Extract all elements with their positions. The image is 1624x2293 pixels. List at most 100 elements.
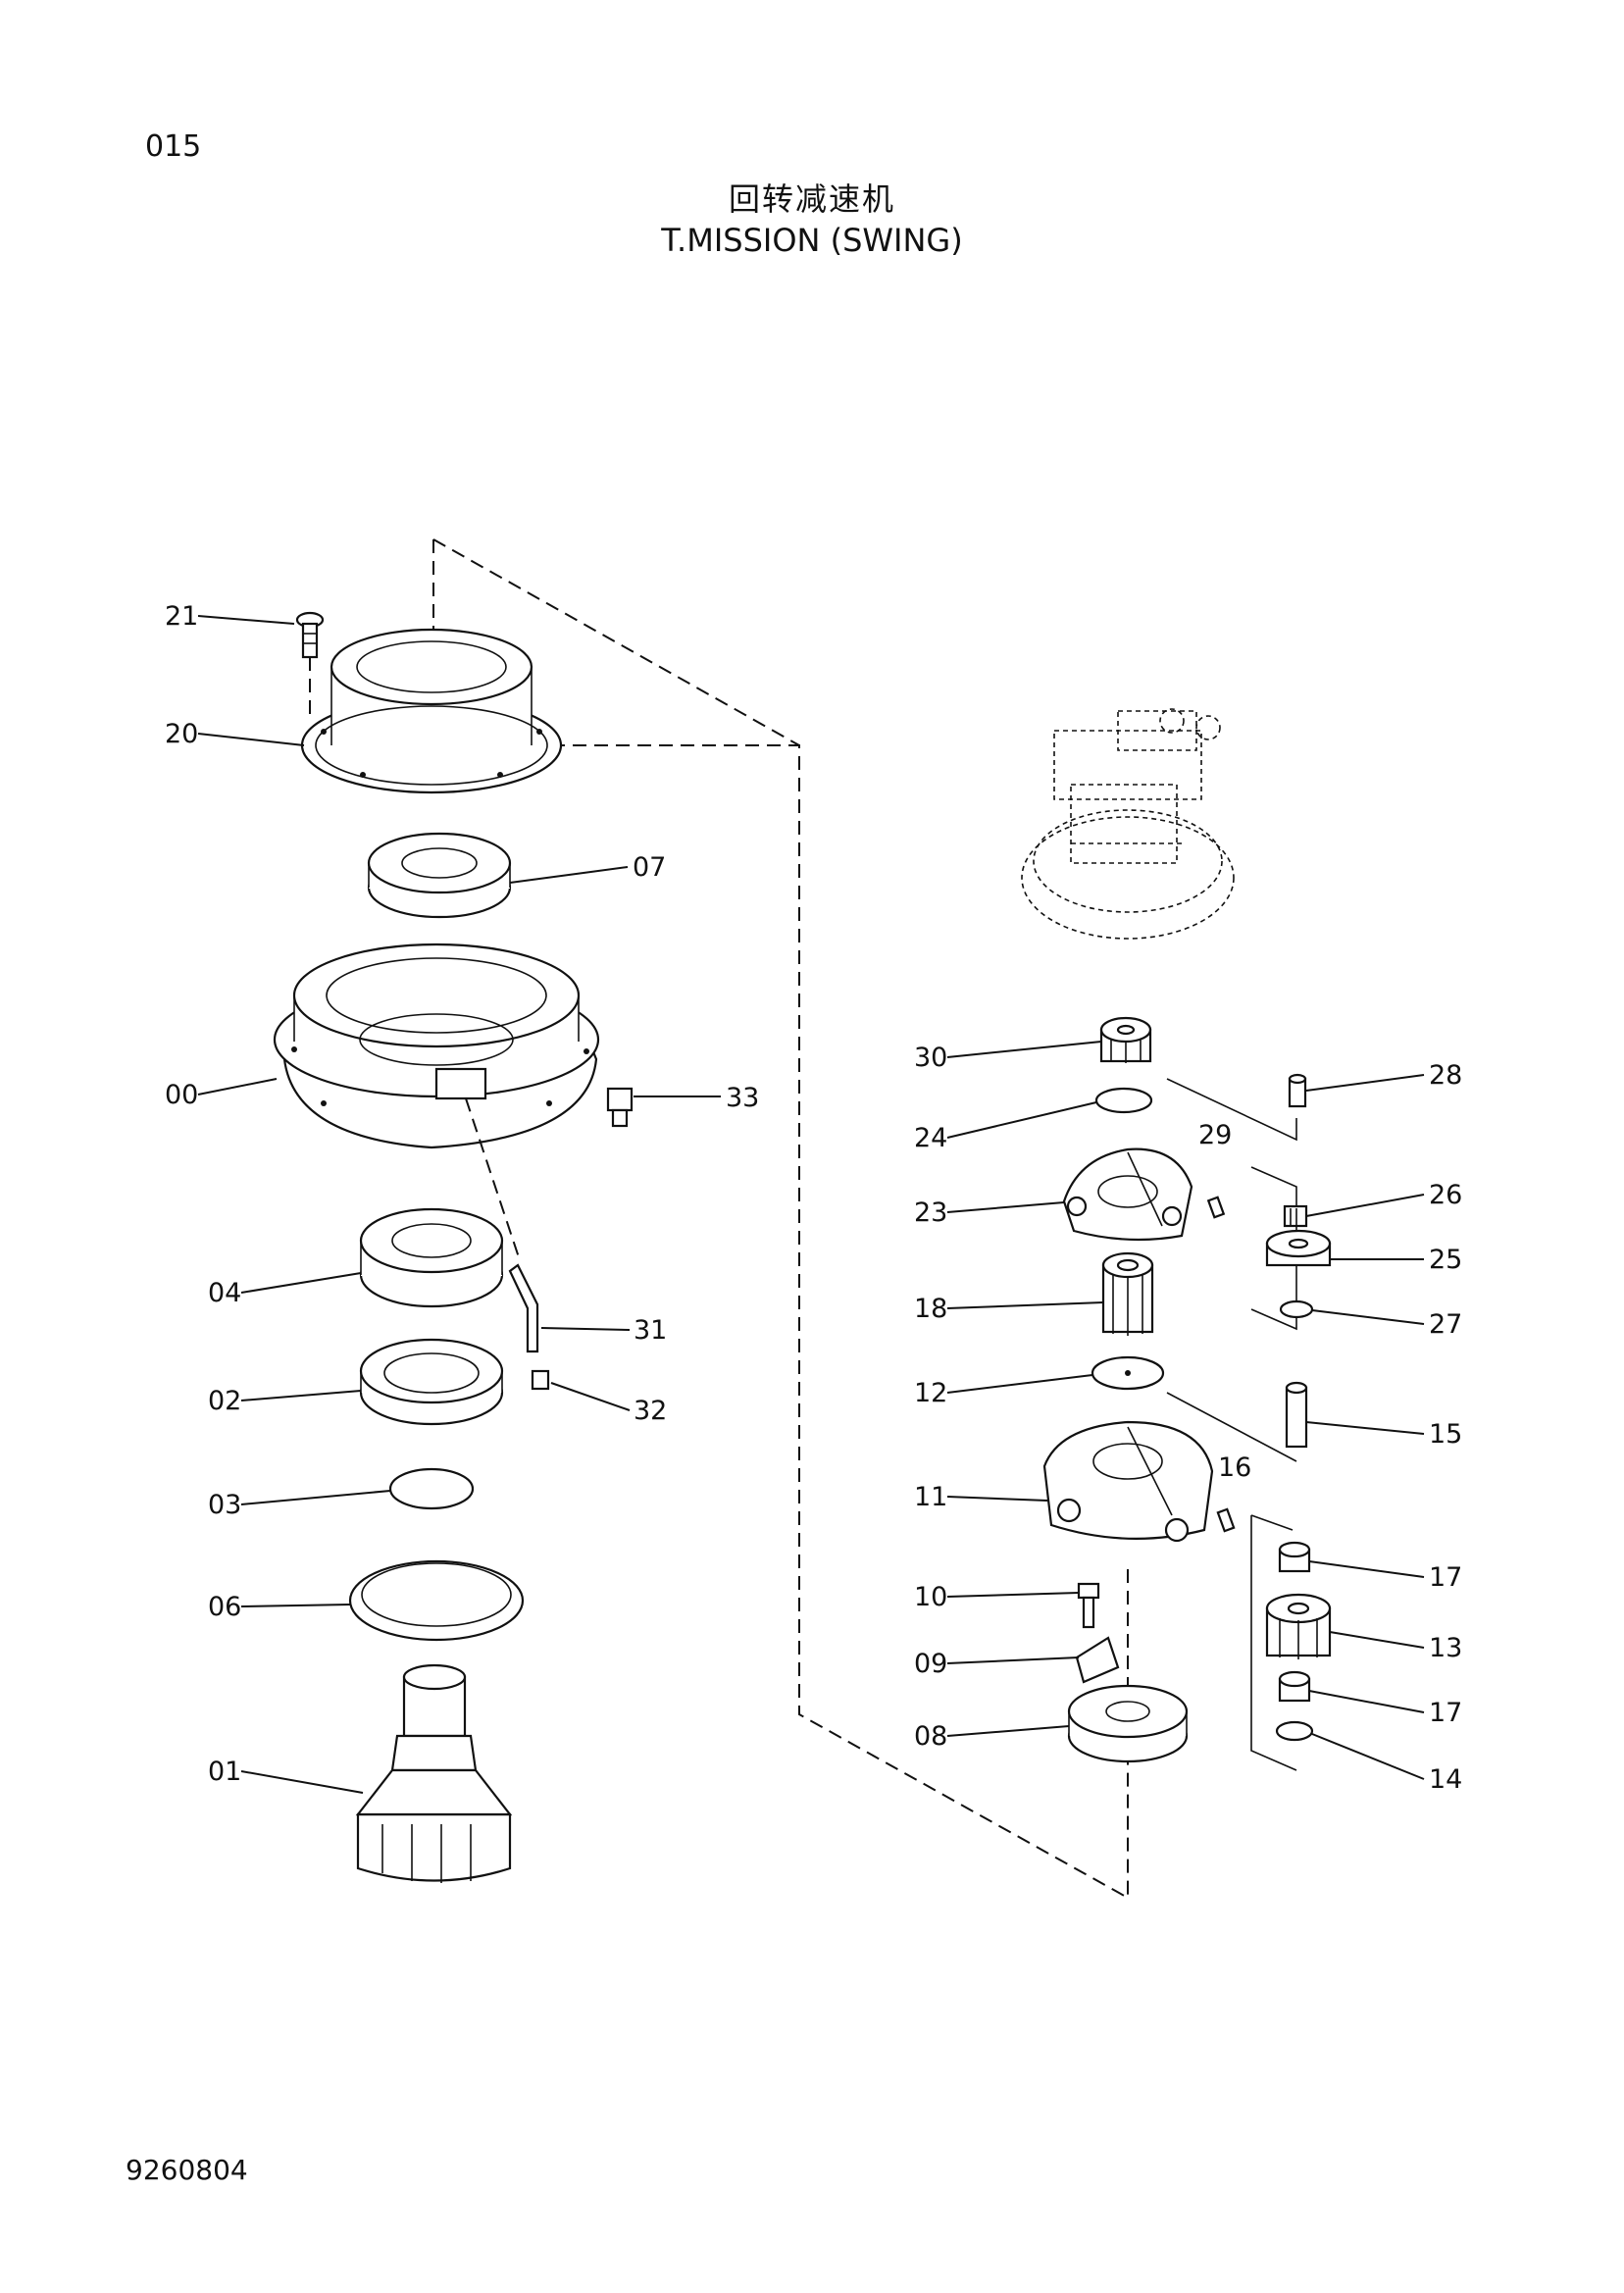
assembly-boundary-top — [432, 538, 800, 746]
label-10: 10 — [914, 1582, 947, 1612]
part-16-pin — [1216, 1507, 1236, 1533]
label-02: 02 — [208, 1386, 241, 1416]
leader-24 — [946, 1101, 1097, 1139]
part-00-main-case — [273, 943, 600, 1149]
label-18: 18 — [914, 1294, 947, 1324]
label-23: 23 — [914, 1197, 947, 1228]
part-04-bearing — [359, 1207, 504, 1308]
part-01-shaft — [355, 1663, 513, 1883]
leader-bracket-17 — [1250, 1515, 1297, 1771]
label-26: 26 — [1429, 1180, 1462, 1210]
leader-12 — [946, 1374, 1093, 1394]
leader-17a — [1308, 1560, 1425, 1578]
label-03: 03 — [208, 1490, 241, 1520]
label-01: 01 — [208, 1757, 241, 1787]
part-12-shim — [1091, 1355, 1165, 1391]
leader-04 — [240, 1272, 362, 1294]
label-07: 07 — [633, 852, 666, 883]
label-20: 20 — [165, 719, 198, 749]
part-15-pin — [1285, 1381, 1308, 1449]
label-13: 13 — [1429, 1633, 1462, 1663]
label-28: 28 — [1429, 1060, 1462, 1091]
part-08-thrust-plate — [1067, 1569, 1189, 1763]
part-29-pin — [1206, 1196, 1226, 1219]
label-12: 12 — [914, 1378, 947, 1408]
leader-13 — [1329, 1631, 1425, 1649]
part-24-washer — [1094, 1087, 1153, 1114]
label-31: 31 — [634, 1315, 667, 1346]
label-11: 11 — [914, 1482, 947, 1512]
label-30: 30 — [914, 1043, 947, 1073]
leader-09 — [946, 1656, 1080, 1664]
label-27: 27 — [1429, 1309, 1462, 1340]
part-14-washer — [1275, 1720, 1314, 1742]
part-13-gear — [1265, 1593, 1332, 1659]
label-21: 21 — [165, 601, 198, 632]
leader-14 — [1311, 1733, 1425, 1780]
leader-26 — [1305, 1194, 1425, 1217]
part-20-housing — [300, 628, 563, 794]
leader-30 — [946, 1041, 1102, 1058]
leader-21 — [197, 615, 295, 625]
part-18-gear — [1101, 1251, 1154, 1336]
leader-02 — [240, 1390, 362, 1401]
leader-32 — [550, 1382, 631, 1411]
part-21-bolt — [295, 611, 325, 716]
leader-bracket-17-top — [1250, 1514, 1294, 1531]
part-28-pin — [1288, 1073, 1307, 1108]
leader-11 — [946, 1496, 1048, 1502]
part-31-tube — [465, 1097, 539, 1353]
label-06: 06 — [208, 1592, 241, 1622]
part-17b-needle-bearing — [1278, 1670, 1311, 1703]
part-17a-needle-bearing — [1278, 1541, 1311, 1573]
swing-motor-assembly-ghost — [1021, 708, 1235, 940]
label-24: 24 — [914, 1123, 947, 1153]
page-number: 015 — [145, 129, 202, 164]
part-11-carrier — [1042, 1420, 1214, 1543]
leader-06 — [240, 1604, 351, 1607]
label-16: 16 — [1218, 1452, 1251, 1483]
part-03-shim — [388, 1467, 475, 1510]
leader-15 — [1305, 1421, 1425, 1435]
part-33-plug — [606, 1087, 634, 1128]
leader-31 — [540, 1327, 631, 1331]
label-08: 08 — [914, 1721, 947, 1752]
document-code: 9260804 — [126, 2154, 248, 2186]
part-07-bearing — [367, 832, 512, 919]
title-chinese: 回转减速机 — [728, 180, 895, 218]
label-04: 04 — [208, 1278, 241, 1308]
title-english: T.MISSION (SWING) — [661, 222, 963, 259]
part-06-ring — [348, 1559, 525, 1642]
leader-28 — [1305, 1074, 1425, 1092]
leader-08 — [946, 1725, 1070, 1737]
label-15: 15 — [1429, 1419, 1462, 1450]
leader-23 — [946, 1201, 1065, 1213]
part-32-fitting — [531, 1369, 550, 1391]
leader-10 — [946, 1592, 1080, 1598]
part-30-gear — [1099, 1016, 1152, 1063]
leader-07 — [509, 866, 629, 884]
label-14: 14 — [1429, 1764, 1462, 1795]
leader-00 — [197, 1078, 278, 1096]
leader-bracket-15 — [1166, 1392, 1297, 1462]
part-02-seal — [359, 1338, 504, 1426]
leader-27 — [1311, 1309, 1425, 1325]
part-27-washer — [1279, 1299, 1314, 1319]
label-17b: 17 — [1429, 1698, 1462, 1728]
leader-01 — [240, 1770, 364, 1794]
leader-17b — [1308, 1690, 1425, 1713]
part-10-bolt — [1077, 1582, 1100, 1629]
label-25: 25 — [1429, 1245, 1462, 1275]
part-09-lock-plate — [1075, 1636, 1120, 1684]
part-25-gear — [1265, 1229, 1332, 1267]
leader-18 — [946, 1301, 1104, 1309]
part-23-carrier — [1062, 1147, 1193, 1242]
label-00: 00 — [165, 1080, 198, 1110]
label-09: 09 — [914, 1649, 947, 1679]
leader-03 — [240, 1490, 391, 1505]
label-33: 33 — [726, 1083, 759, 1113]
leader-20 — [197, 733, 305, 746]
leader-bracket-28 — [1166, 1078, 1297, 1142]
label-29: 29 — [1198, 1120, 1232, 1150]
